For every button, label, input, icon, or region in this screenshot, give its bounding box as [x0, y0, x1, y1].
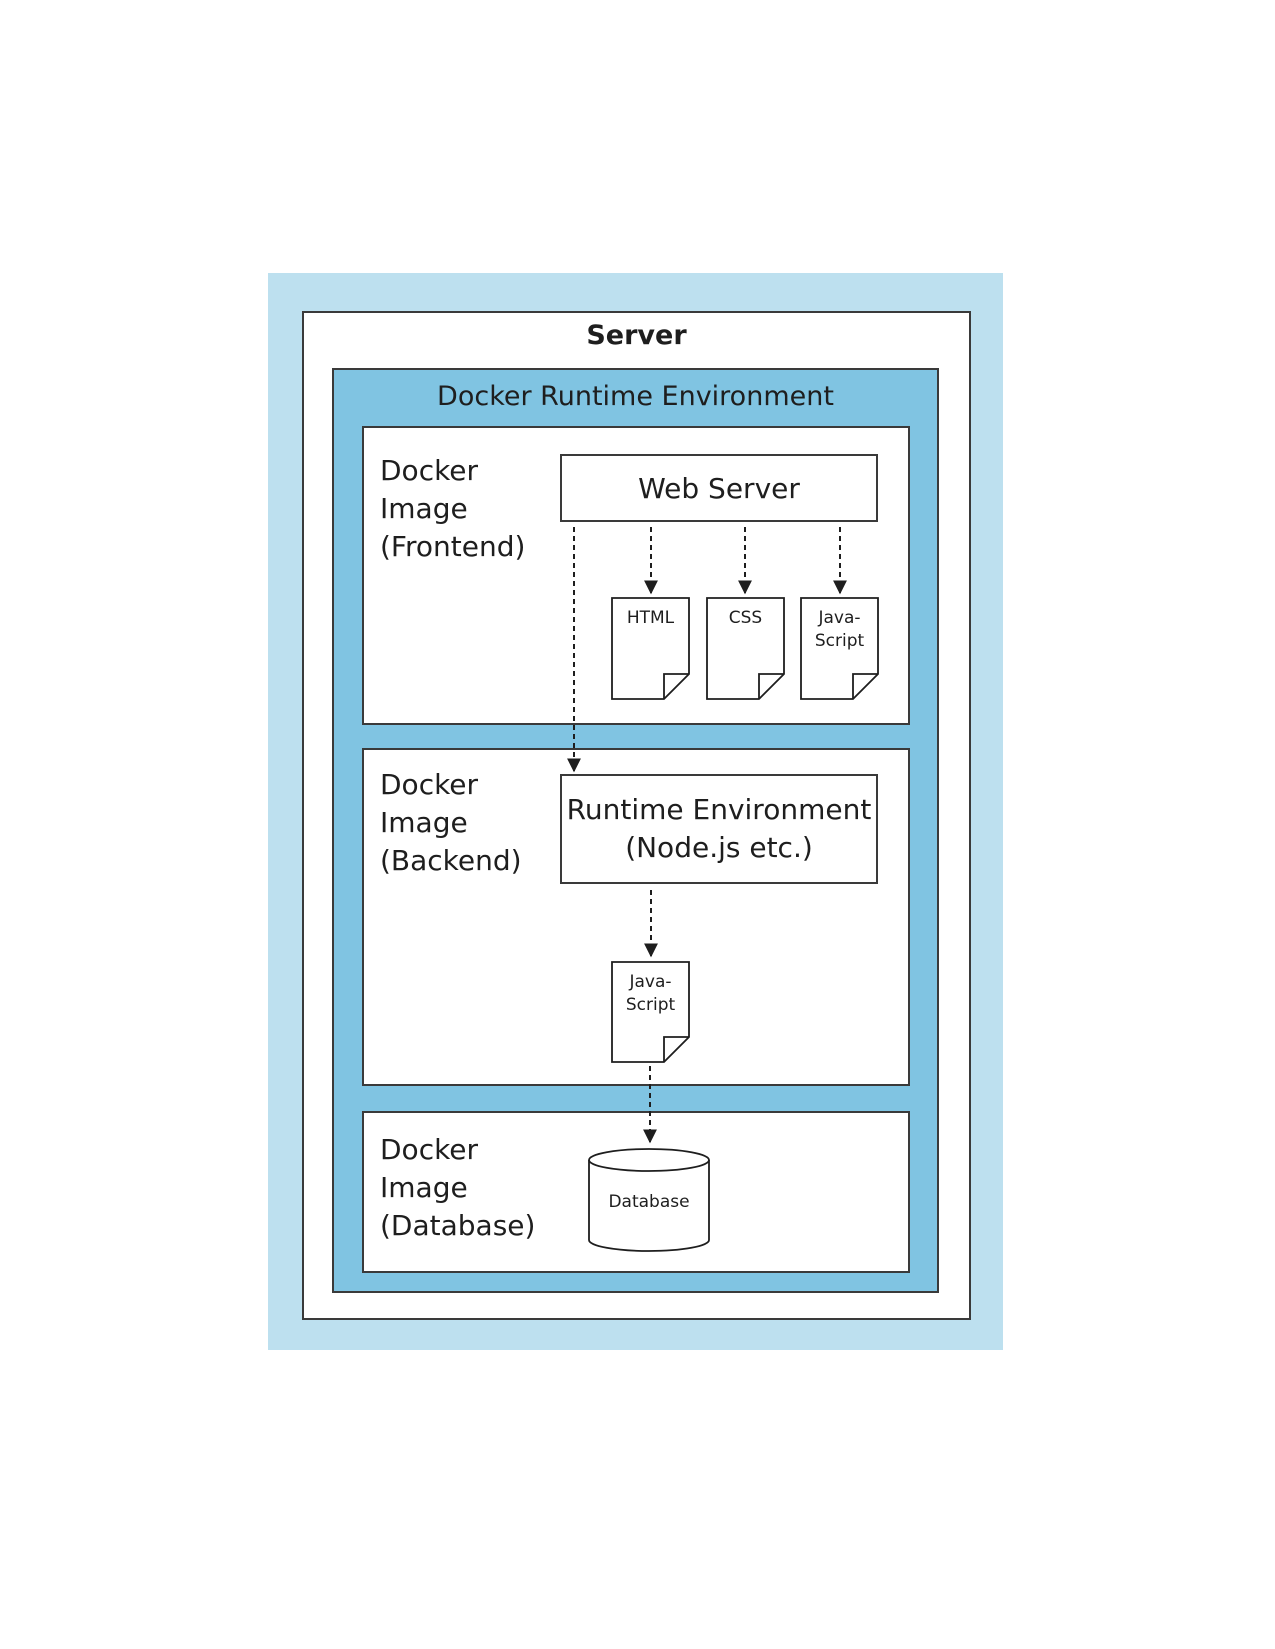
docker-runtime-environment-title: Docker Runtime Environment — [437, 381, 834, 412]
web-server-box: Web Server — [560, 454, 878, 522]
runtime-environment-box: Runtime Environment (Node.js etc.) — [560, 774, 878, 884]
database-label: Database — [608, 1192, 690, 1212]
web-server-label: Web Server — [638, 471, 800, 505]
backend-image-label: Docker Image (Backend) — [380, 768, 522, 877]
css-file-label: CSS — [728, 608, 763, 628]
html-file-label: HTML — [626, 608, 675, 628]
database-image-label: Docker Image (Database) — [380, 1133, 536, 1242]
frontend-image-label: Docker Image (Frontend) — [380, 454, 526, 563]
backend-javascript-file-label: Java- Script — [625, 972, 676, 1015]
server-title: Server — [586, 320, 687, 351]
runtime-environment-label: Runtime Environment (Node.js etc.) — [566, 793, 872, 864]
javascript-file-label: Java- Script — [814, 608, 865, 651]
